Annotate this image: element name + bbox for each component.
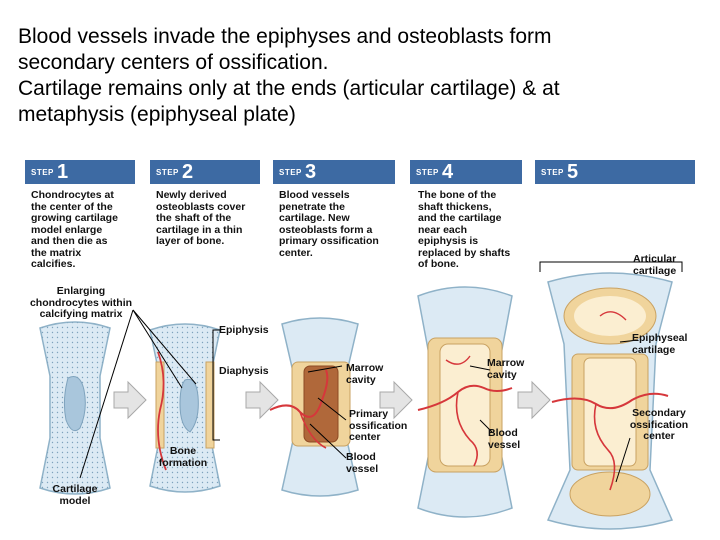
cartilage-model-2 xyxy=(149,323,221,493)
step-word: STEP xyxy=(156,168,179,177)
step-word: STEP xyxy=(416,168,439,177)
label-blood-vessel-3: Blood vessel xyxy=(346,451,379,475)
step-number: 2 xyxy=(182,161,194,183)
step-3-description: Blood vessels penetrate the cartilage. N… xyxy=(279,189,379,259)
leader-lines xyxy=(79,261,683,483)
step-4-description: The bone of the shaft thickens, and the … xyxy=(418,189,511,270)
step-3-header: STEP 3 xyxy=(273,160,395,184)
label-epiphysis: Epiphysis xyxy=(219,324,269,336)
label-primary-ossification-center: Primary ossification center xyxy=(349,408,408,443)
title-line: secondary centers of ossification. xyxy=(18,51,329,74)
label-marrow-cavity-3: Marrow cavity xyxy=(346,362,384,386)
step-2-description: Newly derived osteoblasts cover the shaf… xyxy=(156,189,246,247)
step-2-header: STEP 2 xyxy=(150,160,260,184)
step-word: STEP xyxy=(279,168,302,177)
label-enlarging-chondrocytes: Enlarging chondrocytes within calcifying… xyxy=(29,285,133,320)
title-line: Cartilage remains only at the ends (arti… xyxy=(18,77,560,100)
bone-step-3 xyxy=(269,317,359,497)
step-number: 3 xyxy=(305,161,317,183)
step-4-header: STEP 4 xyxy=(410,160,522,184)
label-epiphyseal-cartilage: Epiphyseal cartilage xyxy=(632,332,688,356)
label-cartilage-model: Cartilage model xyxy=(52,483,98,507)
process-arrow-2 xyxy=(245,380,279,420)
process-arrow-3 xyxy=(379,380,413,420)
step-word: STEP xyxy=(541,168,564,177)
label-blood-vessel-4: Blood vessel xyxy=(488,427,521,451)
title-line: metaphysis (epiphyseal plate) xyxy=(18,103,296,126)
step-number: 5 xyxy=(567,161,579,183)
step-word: STEP xyxy=(31,168,54,177)
bone-step-5 xyxy=(546,272,674,530)
label-diaphysis: Diaphysis xyxy=(219,365,269,377)
process-arrow-1 xyxy=(113,380,147,420)
label-marrow-cavity-4: Marrow cavity xyxy=(487,357,525,381)
step-1-header: STEP 1 xyxy=(25,160,135,184)
step-number: 4 xyxy=(442,161,454,183)
process-arrow-4 xyxy=(517,380,551,420)
label-secondary-ossification-center: Secondary ossification center xyxy=(629,407,689,442)
step-number: 1 xyxy=(57,161,69,183)
slide-title: Blood vessels invade the epiphyses and o… xyxy=(18,24,708,128)
label-bone-formation: Bone formation xyxy=(158,445,208,469)
label-articular-cartilage: Articular cartilage xyxy=(633,253,677,277)
step-1-description: Chondrocytes at the center of the growin… xyxy=(31,189,118,270)
title-line: Blood vessels invade the epiphyses and o… xyxy=(18,25,552,48)
bone-step-4 xyxy=(417,286,513,518)
cartilage-model-1 xyxy=(39,321,111,495)
step-5-header: STEP 5 xyxy=(535,160,695,184)
